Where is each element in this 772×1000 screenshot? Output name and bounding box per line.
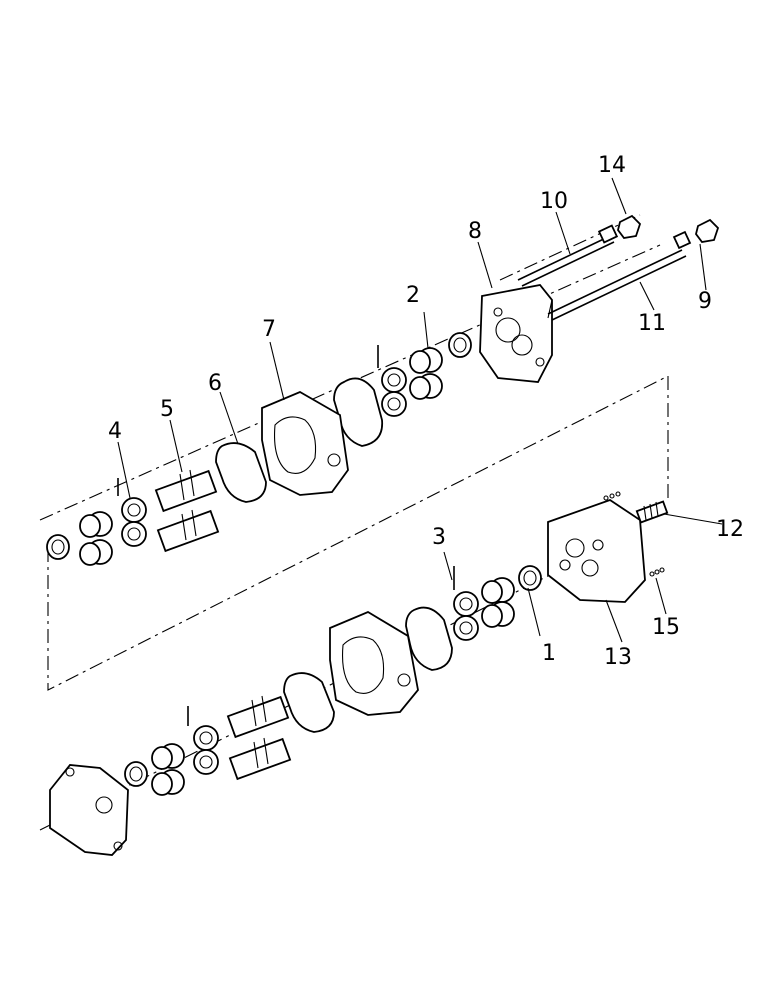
gasket-lower-left bbox=[283, 672, 335, 733]
bushings-lower-left bbox=[151, 743, 185, 796]
leader-lines bbox=[117, 177, 723, 643]
wear-plate-lower-left bbox=[187, 706, 219, 775]
screws bbox=[603, 491, 665, 577]
callout-10: 10 bbox=[540, 189, 568, 214]
callout-9: 9 bbox=[698, 289, 712, 314]
callout-8: 8 bbox=[468, 219, 482, 244]
callout-3: 3 bbox=[432, 525, 446, 550]
callout-4: 4 bbox=[108, 419, 122, 444]
end-cover-lower bbox=[547, 499, 646, 603]
gasket-upper-right bbox=[333, 377, 384, 447]
studs bbox=[517, 224, 692, 321]
bushings-upper bbox=[409, 347, 443, 400]
lower-section bbox=[49, 491, 669, 856]
callout-5: 5 bbox=[160, 397, 174, 422]
spring bbox=[635, 500, 669, 524]
seal-lower-left bbox=[124, 761, 148, 787]
gear-housing-lower bbox=[329, 610, 419, 716]
gasket-lower-right bbox=[405, 606, 453, 671]
callout-1: 1 bbox=[542, 641, 556, 666]
seal-ring-lower bbox=[518, 565, 542, 591]
callout-6: 6 bbox=[208, 371, 222, 396]
gears-upper bbox=[154, 469, 220, 553]
wear-plate-lower bbox=[453, 566, 479, 641]
wear-plate-upper-left bbox=[117, 478, 147, 547]
callout-13: 13 bbox=[604, 645, 632, 670]
wear-plate-upper bbox=[377, 345, 407, 417]
callout-15: 15 bbox=[652, 615, 680, 640]
callout-7: 7 bbox=[262, 317, 276, 342]
callout-labels: 1 2 3 4 5 6 7 8 9 10 11 12 13 14 15 bbox=[108, 153, 744, 670]
seal-ring bbox=[448, 332, 472, 358]
gasket-upper-left bbox=[215, 442, 267, 503]
front-flange bbox=[49, 764, 129, 856]
gear-housing-upper bbox=[261, 390, 349, 496]
bushings-lower bbox=[481, 577, 515, 628]
nuts bbox=[617, 214, 720, 243]
seal-upper-left bbox=[46, 534, 70, 560]
callout-2: 2 bbox=[406, 283, 420, 308]
callout-11: 11 bbox=[638, 311, 666, 336]
callout-14: 14 bbox=[598, 153, 626, 178]
gears-lower bbox=[226, 695, 292, 781]
end-plate bbox=[479, 284, 553, 383]
callout-12: 12 bbox=[716, 517, 744, 542]
bushings-upper-left bbox=[79, 511, 113, 566]
upper-section bbox=[46, 214, 720, 566]
